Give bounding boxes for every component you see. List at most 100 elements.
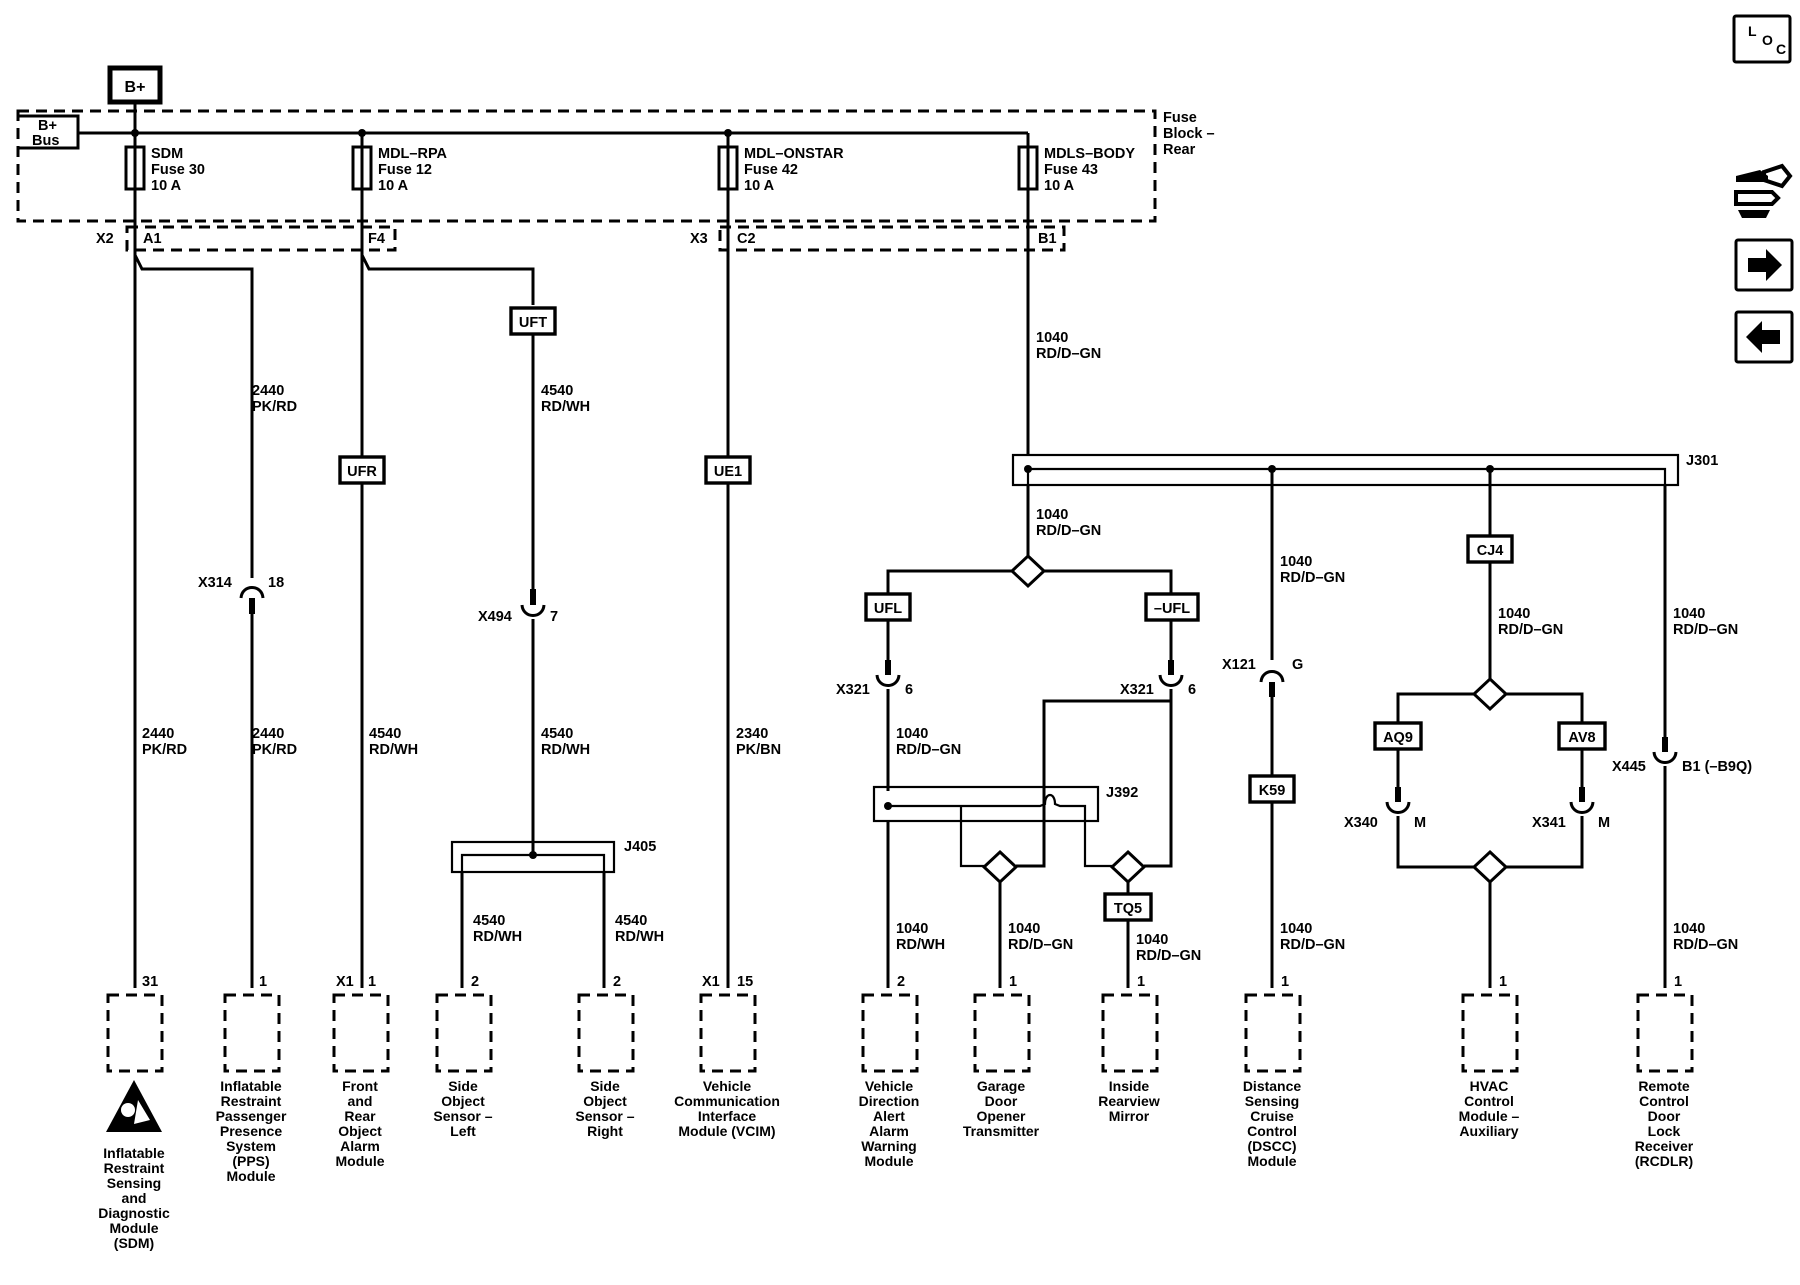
pin-number: 2	[471, 974, 479, 990]
loc-letter: C	[1776, 41, 1786, 57]
module-hvac-auxiliary: 1 HVAC Control Module – Auxiliary	[1459, 974, 1520, 1139]
pin-number: 6	[1188, 682, 1196, 698]
branch-sdm: 2440 PK/RD 2440 PK/RD 2440 PK/RD X314 18	[142, 383, 297, 758]
fuse-name: SDM	[151, 146, 183, 162]
module-label: Door	[1648, 1108, 1681, 1124]
module-label: Presence	[220, 1123, 282, 1139]
fuse-number: Fuse 42	[744, 162, 798, 178]
connector-x494: X494	[478, 609, 512, 625]
module-label: Transmitter	[963, 1123, 1040, 1139]
module-label: Direction	[859, 1093, 920, 1109]
connector-end-view-icon[interactable]	[1734, 163, 1793, 218]
branch-dscc: 1040 RD/D–GN X121 G K59 1040 RD/D–GN	[1222, 469, 1345, 988]
module-label: (RCDLR)	[1635, 1153, 1693, 1169]
wire-circuit: 2440	[252, 383, 284, 399]
connector-x3: X3	[690, 231, 708, 247]
module-label: Inflatable	[103, 1145, 165, 1161]
module-label: Module	[227, 1168, 276, 1184]
splice-j301-box	[1011, 453, 1680, 487]
module-object-alarm: X1 1 Front and Rear Object Alarm Module	[332, 974, 390, 1169]
wire-color: RD/D–GN	[1136, 948, 1201, 964]
module-label: Module	[1248, 1153, 1297, 1169]
previous-page-button[interactable]	[1734, 310, 1794, 364]
option-av8: AV8	[1568, 730, 1595, 746]
module-label: Inside	[1109, 1078, 1150, 1094]
wire-circuit: 4540	[541, 383, 573, 399]
module-label: Communication	[674, 1093, 780, 1109]
pin-number: 1	[1137, 974, 1145, 990]
module-label: Sensor –	[575, 1108, 634, 1124]
next-page-button[interactable]	[1734, 238, 1794, 292]
wire-circuit: 1040	[1280, 921, 1312, 937]
module-label: Warning	[861, 1138, 916, 1154]
fuse-number: Fuse 12	[378, 162, 432, 178]
option-cj4: CJ4	[1477, 543, 1504, 559]
fuse-block-label-3: Rear	[1163, 142, 1196, 158]
module-vehicle-direction-alert: 2 Vehicle Direction Alert Alarm Warning …	[859, 974, 920, 1169]
location-button[interactable]: L O C	[1732, 14, 1792, 64]
connector-x321: X321	[1120, 682, 1154, 698]
option-uft: UFT	[519, 315, 547, 331]
branch-vcim: UE1 2340 PK/BN	[704, 455, 781, 758]
module-label: Vehicle	[865, 1078, 913, 1094]
wire-color: RD/D–GN	[1498, 622, 1563, 638]
pin-number: 31	[142, 974, 158, 990]
module-label: Object	[583, 1093, 627, 1109]
module-label: Interface	[698, 1108, 757, 1124]
pin-number: 15	[737, 974, 753, 990]
option-ufr: UFR	[347, 464, 377, 480]
fuse-rating: 10 A	[151, 178, 182, 194]
module-label: Object	[441, 1093, 485, 1109]
module-label: System	[226, 1138, 276, 1154]
wire-circuit: 1040	[896, 726, 928, 742]
module-label: Rear	[344, 1108, 376, 1124]
bplus-source: B+	[107, 65, 163, 133]
splice-j392-box	[872, 785, 1100, 823]
module-label: Sensor –	[433, 1108, 492, 1124]
splice-j392: J392	[1106, 785, 1138, 801]
module-label: Module –	[1459, 1108, 1520, 1124]
module-label: and	[122, 1190, 147, 1206]
option-ufl: UFL	[874, 601, 902, 617]
option-not-ufl: –UFL	[1154, 601, 1190, 617]
fuse-name: MDL–ONSTAR	[744, 146, 844, 162]
fuse-block-label-2: Block –	[1163, 126, 1215, 142]
bus-label-2: Bus	[32, 133, 59, 149]
module-dscc: 1 Distance Sensing Cruise Control (DSCC)…	[1243, 974, 1302, 1169]
module-label: Sensing	[107, 1175, 161, 1191]
option-k59: K59	[1259, 783, 1286, 799]
module-label: Module	[336, 1153, 385, 1169]
right-arrow-icon	[1748, 249, 1782, 281]
bplus-label: B+	[125, 79, 146, 96]
wire-circuit: 1040	[1036, 330, 1068, 346]
module-label: Alarm	[869, 1123, 909, 1139]
branch-hvac: CJ4 1040 RD/D–GN AQ9 AV8 X340 M X341 M	[1344, 469, 1610, 988]
module-label: Control	[1247, 1123, 1297, 1139]
connector-x121: X121	[1222, 657, 1256, 673]
wire-circuit: 1040	[1136, 932, 1168, 948]
module-label: Inflatable	[220, 1078, 282, 1094]
wire-color: RD/D–GN	[896, 742, 961, 758]
module-label: Restraint	[221, 1093, 282, 1109]
branch-side-object: UFT 4540 RD/WH X494 7 4540 RD/WH J405 45…	[450, 306, 664, 988]
wire-color: RD/WH	[369, 742, 418, 758]
connector-x321: X321	[836, 682, 870, 698]
pin-f4: F4	[368, 231, 385, 247]
wire-circuit: 1040	[1673, 921, 1705, 937]
loc-letter: O	[1762, 32, 1773, 48]
fuse-rating: 10 A	[744, 178, 775, 194]
module-label: Auxiliary	[1459, 1123, 1518, 1139]
connector-x340: X340	[1344, 815, 1378, 831]
wire-color: RD/WH	[896, 937, 945, 953]
module-label: (PPS)	[232, 1153, 269, 1169]
wire-circuit: 4540	[369, 726, 401, 742]
pin-number: M	[1414, 815, 1426, 831]
wire-circuit: 1040	[1498, 606, 1530, 622]
wire-circuit: 1040	[1008, 921, 1040, 937]
branch-rcdlr: 1040 RD/D–GN X445 B1 (–B9Q) 1040 RD/D–GN	[1612, 485, 1752, 988]
module-label: Receiver	[1635, 1138, 1694, 1154]
module-label: (SDM)	[114, 1235, 154, 1251]
wire-color: RD/D–GN	[1036, 346, 1101, 362]
branch-object-alarm: UFR 4540 RD/WH	[338, 455, 418, 758]
